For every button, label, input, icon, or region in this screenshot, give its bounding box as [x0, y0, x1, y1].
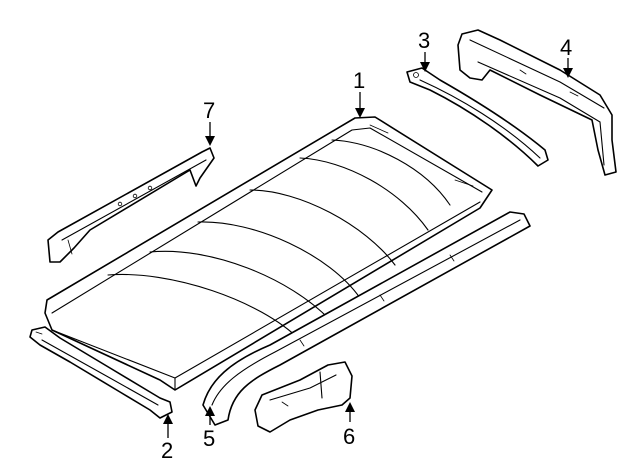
leader-5 — [205, 406, 215, 425]
callout-6: 6 — [343, 424, 355, 449]
side-rail — [202, 211, 531, 426]
leader-4 — [563, 58, 573, 78]
leader-6 — [345, 402, 355, 422]
roof-panel — [44, 116, 493, 391]
leader-1 — [355, 92, 365, 118]
callout-5: 5 — [203, 426, 215, 451]
rear-header — [457, 29, 617, 176]
callout-7: 7 — [203, 98, 215, 123]
callout-2: 2 — [161, 438, 173, 463]
callout-4: 4 — [560, 35, 572, 60]
leader-7 — [205, 122, 215, 146]
roof-bow — [406, 67, 549, 167]
leader-3 — [420, 52, 430, 72]
callout-3: 3 — [418, 28, 430, 53]
front-header — [29, 326, 173, 419]
pillar-bracket — [254, 361, 353, 433]
callout-1: 1 — [353, 68, 365, 93]
roof-reinforcement — [47, 147, 215, 263]
leader-2 — [163, 414, 173, 438]
